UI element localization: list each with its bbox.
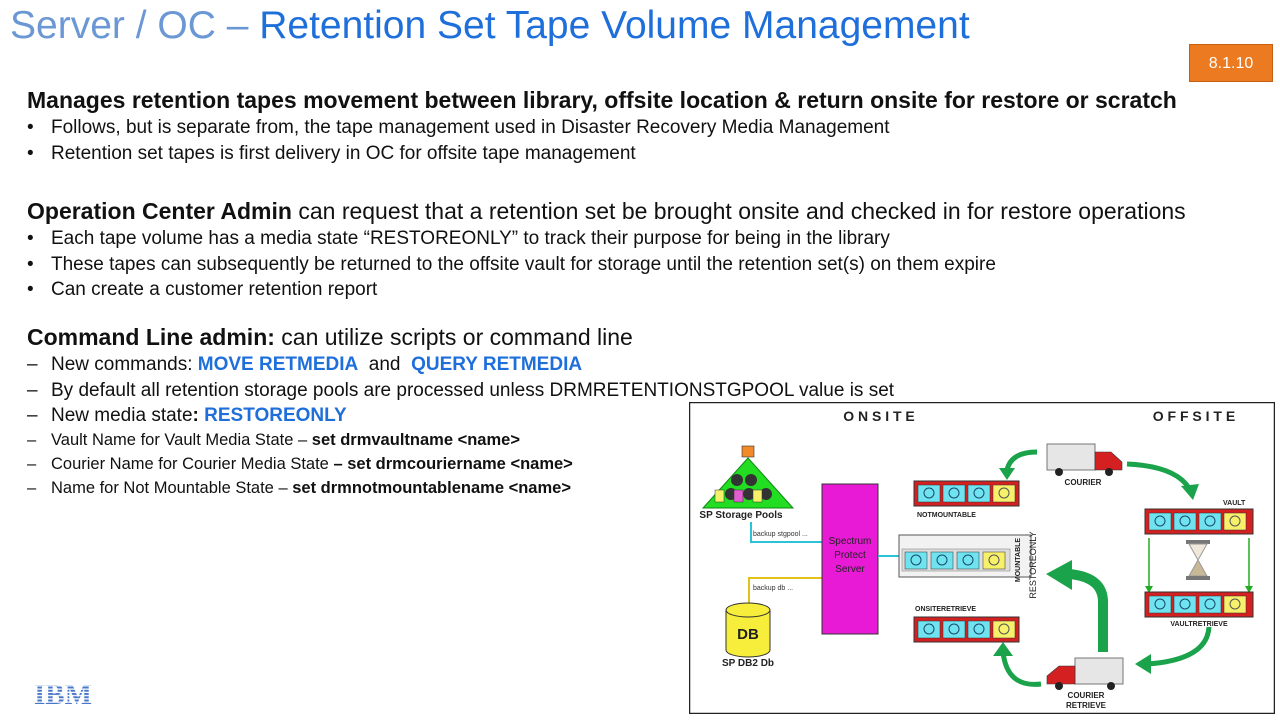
list-item: –Vault Name for Vault Media State – set … [27, 431, 520, 449]
list-item: –New media state: RESTOREONLY [27, 405, 347, 426]
retention-tape-flow-diagram: O N S I T E O F F S I T E SP Storage Poo… [689, 402, 1275, 714]
section3-small-items: –Vault Name for Vault Media State – set … [27, 428, 573, 500]
server-label-2: Protect [834, 550, 866, 561]
section1-bullets: •Follows, but is separate from, the tape… [27, 115, 890, 166]
courier-truck-icon [1046, 443, 1123, 476]
onsite-label: O N S I T E [843, 408, 915, 424]
mountable-label: MOUNTABLE [1015, 538, 1022, 583]
svg-text:IBM: IBM [34, 680, 92, 706]
db-label: DB [737, 626, 759, 643]
onsiteretrieve-tapes [913, 616, 1020, 643]
list-item: –By default all retention storage pools … [27, 379, 895, 401]
vault-tapes [1144, 508, 1254, 535]
backup-db-label: backup db ... [753, 585, 793, 592]
restoreonly-label: RESTOREONLY [1028, 531, 1038, 598]
offsite-label: O F F S I T E [1153, 408, 1235, 424]
page-title: Server / OC – Retention Set Tape Volume … [10, 2, 970, 50]
title-main: Retention Set Tape Volume Management [259, 4, 970, 47]
db-caption: SP DB2 Db [722, 658, 774, 669]
courier-retrieve-label-2: RETRIEVE [1066, 701, 1107, 710]
vaultretrieve-tapes [1144, 591, 1254, 618]
list-item: •Retention set tapes is first delivery i… [27, 142, 636, 164]
server-label-1: Spectrum [829, 536, 872, 547]
list-item: •Can create a customer retention report [27, 279, 378, 300]
notmountable-tapes [913, 480, 1020, 507]
vault-label: VAULT [1223, 500, 1246, 507]
list-item: •These tapes can subsequently be returne… [27, 253, 996, 275]
title-prefix: Server / OC – [10, 4, 260, 47]
notmountable-label: NOTMOUNTABLE [917, 512, 976, 519]
section2-bullets: •Each tape volume has a media state “RES… [27, 226, 996, 303]
list-item: –New commands: MOVE RETMEDIA and QUERY R… [27, 354, 583, 375]
storage-pool-icon [701, 445, 795, 509]
section1-heading: Manages retention tapes movement between… [27, 87, 1177, 113]
courier-label: COURIER [1065, 478, 1102, 487]
section2-heading: Operation Center Admin can request that … [27, 198, 1186, 224]
vaultretrieve-label: VAULTRETRIEVE [1170, 621, 1228, 628]
version-badge: 8.1.10 [1189, 44, 1273, 82]
server-label-3: Server [835, 564, 865, 575]
database-icon [725, 602, 771, 658]
section3-heading: Command Line admin: can utilize scripts … [27, 324, 633, 350]
section3-items: –New commands: MOVE RETMEDIA and QUERY R… [27, 352, 894, 429]
ibm-logo: IBM [34, 680, 92, 706]
list-item: –Courier Name for Courier Media State – … [27, 455, 573, 473]
courier-retrieve-label-1: COURIER [1068, 691, 1105, 700]
backup-stgpool-label: backup stgpool ... [753, 531, 808, 538]
list-item: –Name for Not Mountable State – set drmn… [27, 479, 571, 497]
list-item: •Follows, but is separate from, the tape… [27, 117, 890, 138]
mountable-tapes [904, 551, 1006, 570]
storage-pools-label: SP Storage Pools [699, 510, 783, 521]
list-item: •Each tape volume has a media state “RES… [27, 228, 890, 249]
hourglass-icon [1186, 540, 1210, 580]
courier-retrieve-truck-icon [1046, 657, 1124, 690]
onsiteretrieve-label: ONSITERETRIEVE [915, 606, 976, 613]
